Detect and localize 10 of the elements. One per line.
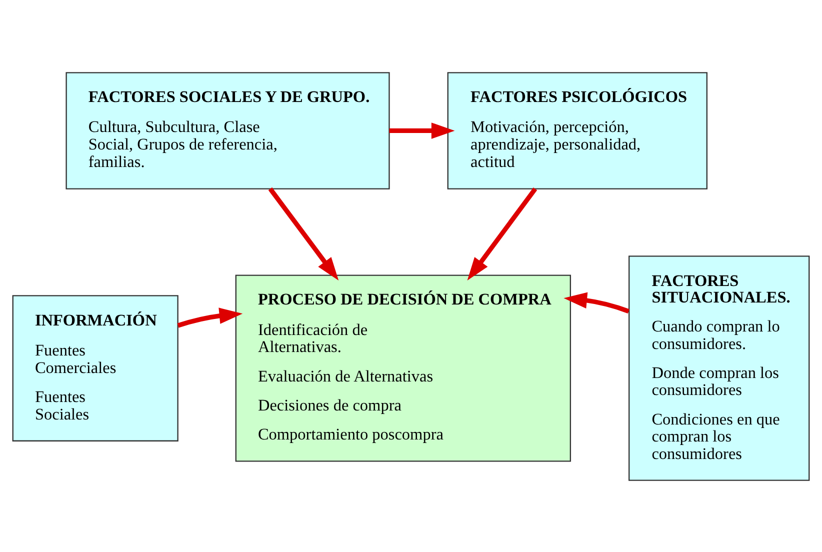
- node-box: FACTORES SITUACIONALES. Cuando compran lo consumidores. Donde compran los consumidores Condiciones en que compran los consumidores: [628, 255, 810, 480]
- arrow: [467, 186, 538, 280]
- arrow: [177, 307, 243, 328]
- arrow: [564, 292, 630, 313]
- arrow: [389, 122, 455, 138]
- node-box: INFORMACIÓN Fuentes Comerciales Fuentes Sociales: [12, 294, 178, 441]
- arrow: [268, 186, 339, 280]
- node-box: FACTORES PSICOLÓGICOS Motivación, percepción, aprendizaje, personalidad, actitud: [447, 72, 708, 189]
- node-box: FACTORES SOCIALES Y DE GRUPO. Cultura, Subcultura, Clase Social, Grupos de referencia, familias.: [66, 72, 390, 189]
- node-box: PROCESO DE DECISIÓN DE COMPRA Identificación de Alternativas. Evaluación de Alternativas Decisiones de compra Comportamiento poscompra: [235, 274, 571, 462]
